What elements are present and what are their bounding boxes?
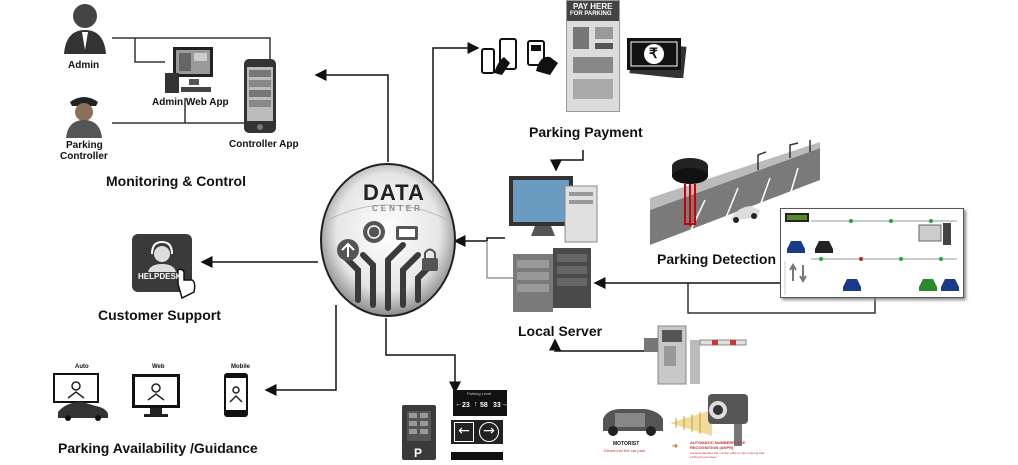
parking-sensor-icon bbox=[665, 150, 715, 232]
anpr-scan-beam bbox=[668, 408, 712, 438]
payment-caption: Parking Payment bbox=[529, 124, 643, 140]
signboard-header: Parking Level bbox=[467, 391, 492, 396]
parking-controller-icon bbox=[62, 92, 106, 138]
car-nav-icon bbox=[52, 372, 112, 422]
signboard-count-right: 33 bbox=[493, 402, 501, 409]
admin-label: Admin bbox=[68, 60, 100, 71]
monitoring-caption: Monitoring & Control bbox=[106, 173, 246, 189]
currency-symbol: ₹ bbox=[649, 45, 658, 61]
signboard-direction-right-icon: → bbox=[479, 422, 499, 442]
parking-lot-image bbox=[650, 140, 820, 245]
arrow-anpr-to-server bbox=[549, 338, 645, 352]
arrow-to-availability bbox=[264, 305, 337, 396]
signboard-count-left: 23 bbox=[462, 402, 470, 409]
cash-icon: ₹ bbox=[625, 34, 687, 79]
data-center-title: DATA bbox=[363, 180, 425, 205]
mobile-phone-icon bbox=[223, 372, 249, 418]
device-mobile-label: Mobile bbox=[231, 364, 250, 370]
parking-controller-label-line2: Controller bbox=[60, 151, 108, 162]
anpr-car-icon bbox=[597, 405, 667, 439]
guidance-totem: P bbox=[400, 403, 438, 460]
admin-icon bbox=[60, 0, 110, 54]
admin-web-app-icon bbox=[163, 45, 221, 95]
signboard-count-mid: 58 bbox=[480, 402, 488, 409]
anpr-arrow-icon: ➜ bbox=[672, 443, 678, 450]
data-center-icon bbox=[320, 163, 456, 317]
server-caption: Local Server bbox=[518, 323, 603, 339]
data-center-node: DATA CENTER bbox=[318, 160, 458, 320]
svg-text:P: P bbox=[414, 446, 422, 460]
device-web-label: Web bbox=[152, 364, 165, 370]
anpr-text: Camera identifies the number plate of ca… bbox=[690, 451, 765, 459]
controller-app-icon bbox=[243, 58, 277, 134]
support-caption: Customer Support bbox=[98, 307, 221, 323]
server-rack-icon bbox=[513, 248, 593, 314]
arrow-to-payment bbox=[432, 42, 480, 182]
motorist-text: Drives into the car park bbox=[604, 448, 646, 453]
helpdesk-badge: HELPDESK bbox=[138, 272, 182, 281]
payment-kiosk: PAY HERE FOR PARKING bbox=[566, 0, 620, 112]
led-signboard: Parking Level ← 23 ↑ 58 33 → ← → bbox=[445, 390, 509, 460]
device-auto-label: Auto bbox=[75, 364, 89, 370]
detection-caption: Parking Detection bbox=[657, 251, 777, 267]
signboard-direction-left-icon: ← bbox=[454, 422, 474, 442]
motorist-title: MOTORIST bbox=[613, 441, 640, 447]
kiosk-text-line2: FOR PARKING bbox=[570, 11, 612, 17]
helpdesk-icon: HELPDESK bbox=[130, 232, 200, 302]
server-computer-icon bbox=[505, 170, 605, 250]
arrow-payment-to-server bbox=[550, 150, 584, 172]
barrier-gate-icon bbox=[640, 318, 750, 388]
mobile-payment-icon bbox=[480, 35, 562, 77]
signboard-arrow-left: ← bbox=[455, 401, 462, 408]
controller-app-label: Controller App bbox=[229, 139, 299, 150]
signboard-arrow-up: ↑ bbox=[474, 401, 478, 408]
arrow-to-signboard bbox=[385, 318, 461, 394]
admin-web-app-label: Admin Web App bbox=[152, 97, 229, 108]
arrow-server-to-center bbox=[453, 235, 505, 247]
arrow-to-monitoring bbox=[314, 69, 389, 162]
signboard-arrow-right: → bbox=[501, 401, 508, 408]
anpr-camera-icon bbox=[700, 388, 756, 446]
data-center-subtitle: CENTER bbox=[372, 204, 423, 213]
kiosk-text-line1: PAY HERE bbox=[573, 2, 613, 11]
availability-caption: Parking Availability /Guidance bbox=[58, 440, 258, 456]
parking-controller-label-line1: Parking bbox=[66, 140, 103, 151]
web-monitor-icon bbox=[130, 372, 182, 418]
anpr-title: AUTOMATIC NUMBERPLATE RECOGNITION (ANPR) bbox=[690, 440, 746, 450]
detection-floor-map bbox=[780, 208, 964, 298]
